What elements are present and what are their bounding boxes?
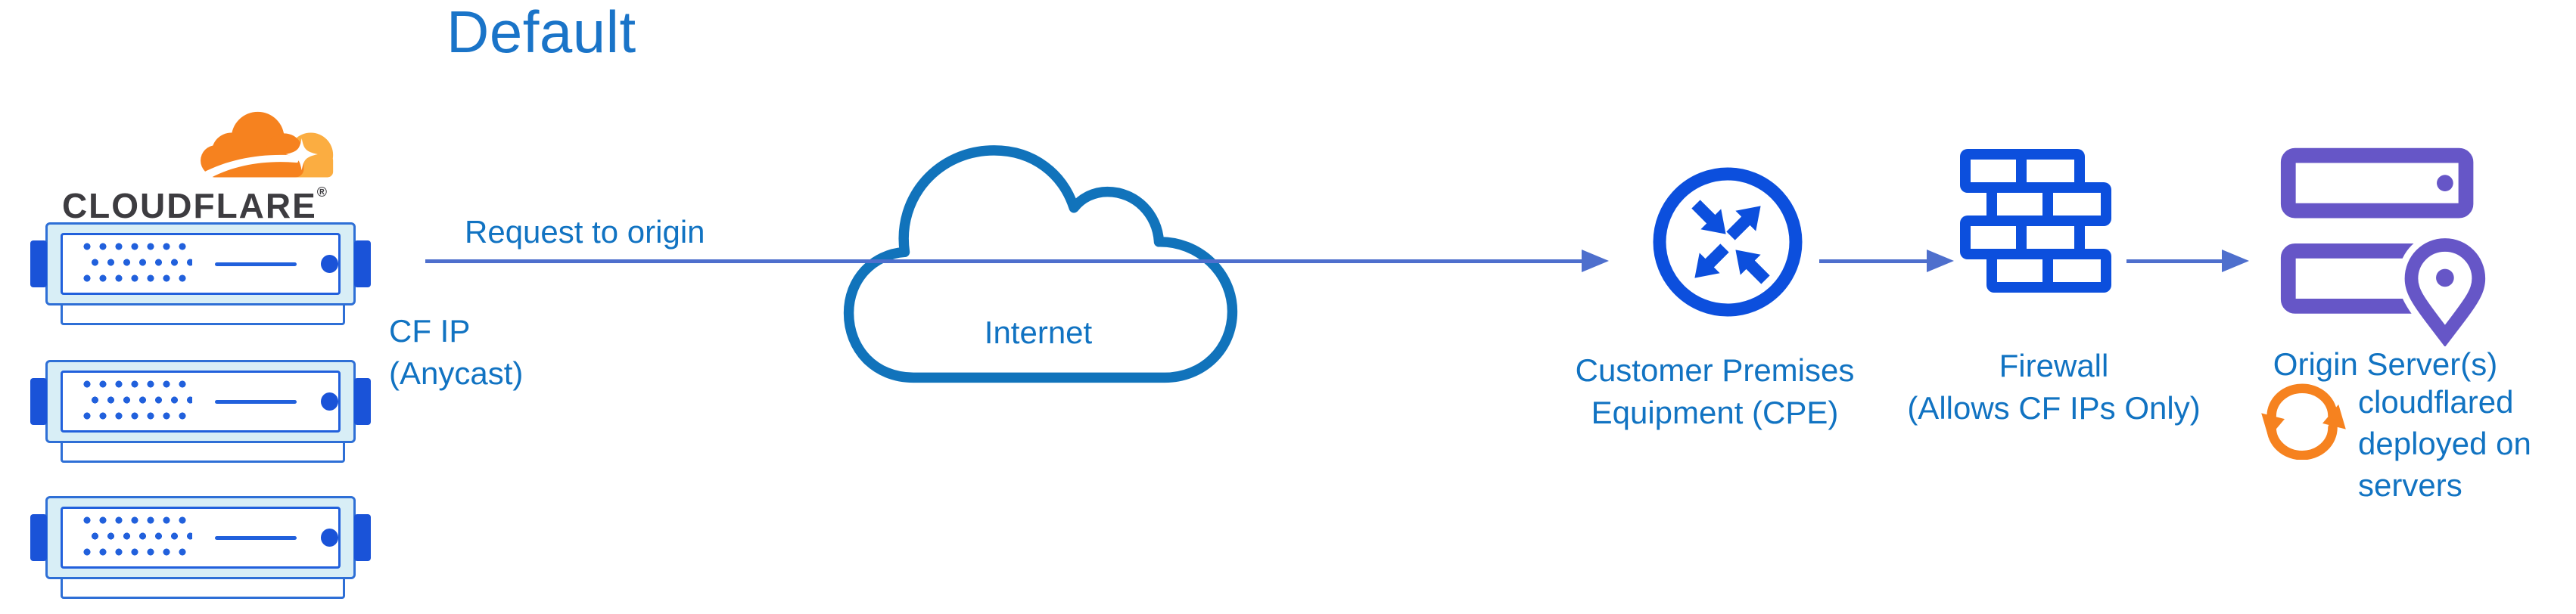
arrowhead-icon xyxy=(1582,250,1609,272)
server-body xyxy=(45,496,356,579)
arrowhead-icon xyxy=(1927,250,1954,272)
origin-server-light xyxy=(2437,175,2453,192)
cloudflare-swoosh xyxy=(201,154,299,178)
server-drive-slot xyxy=(214,535,297,540)
server-power-light xyxy=(320,392,338,411)
location-pin-icon xyxy=(2397,231,2493,346)
server-left-tab xyxy=(30,514,47,561)
cloudflare-star xyxy=(285,138,318,171)
server-right-tab xyxy=(354,240,371,287)
server-front-panel xyxy=(61,233,341,295)
firewall-icon xyxy=(1960,149,2111,293)
cloudflare-logo-icon xyxy=(201,111,334,178)
server-left-tab xyxy=(30,378,47,425)
server-power-light xyxy=(320,255,338,273)
origin-servers-icon xyxy=(2280,147,2493,346)
server-left-tab xyxy=(30,240,47,287)
registered-mark: ® xyxy=(316,185,328,200)
connector-line-firewall-to-origin xyxy=(2126,259,2222,263)
connector-line-edge-to-cpe xyxy=(425,259,1582,263)
internet-cloud-icon xyxy=(843,145,1238,383)
server-vents xyxy=(82,242,192,286)
server-right-tab xyxy=(354,514,371,561)
page-title: Default xyxy=(446,0,636,65)
server-body xyxy=(45,360,356,443)
server-drive-slot xyxy=(214,399,297,404)
cloudflared-note: cloudflared deployed on servers xyxy=(2358,384,2531,503)
origin-servers-label: Origin Server(s) xyxy=(2273,346,2498,382)
cf-ip-anycast-label: CF IP (Anycast) xyxy=(389,313,524,391)
server-body xyxy=(45,222,356,305)
cloudflare-server-icon xyxy=(30,496,371,599)
connector-line-cpe-to-firewall xyxy=(1819,259,1927,263)
router-arrows xyxy=(1691,200,1770,284)
server-power-light xyxy=(320,529,338,547)
server-vents xyxy=(82,380,192,423)
cloudflare-wordmark: CLOUDFLARE® xyxy=(61,185,328,225)
sync-icon xyxy=(2261,383,2346,460)
cloudflare-server-icon xyxy=(30,360,371,463)
server-front-panel xyxy=(61,371,341,433)
origin-server-top xyxy=(2280,147,2474,219)
arrowhead-icon xyxy=(2222,250,2249,272)
server-drive-slot xyxy=(214,262,297,266)
server-front-panel xyxy=(61,507,341,569)
server-right-tab xyxy=(354,378,371,425)
firewall-bricks xyxy=(1971,160,2101,282)
cloudflare-server-icon xyxy=(30,222,371,325)
cpe-label: Customer Premises Equipment (CPE) xyxy=(1575,352,1855,430)
internet-label: Internet xyxy=(984,315,1093,350)
cpe-router-icon xyxy=(1653,167,1803,317)
firewall-label: Firewall (Allows CF IPs Only) xyxy=(1907,348,2201,426)
server-vents xyxy=(82,516,192,560)
request-to-origin-label: Request to origin xyxy=(465,214,705,250)
router-ring xyxy=(1653,167,1803,317)
